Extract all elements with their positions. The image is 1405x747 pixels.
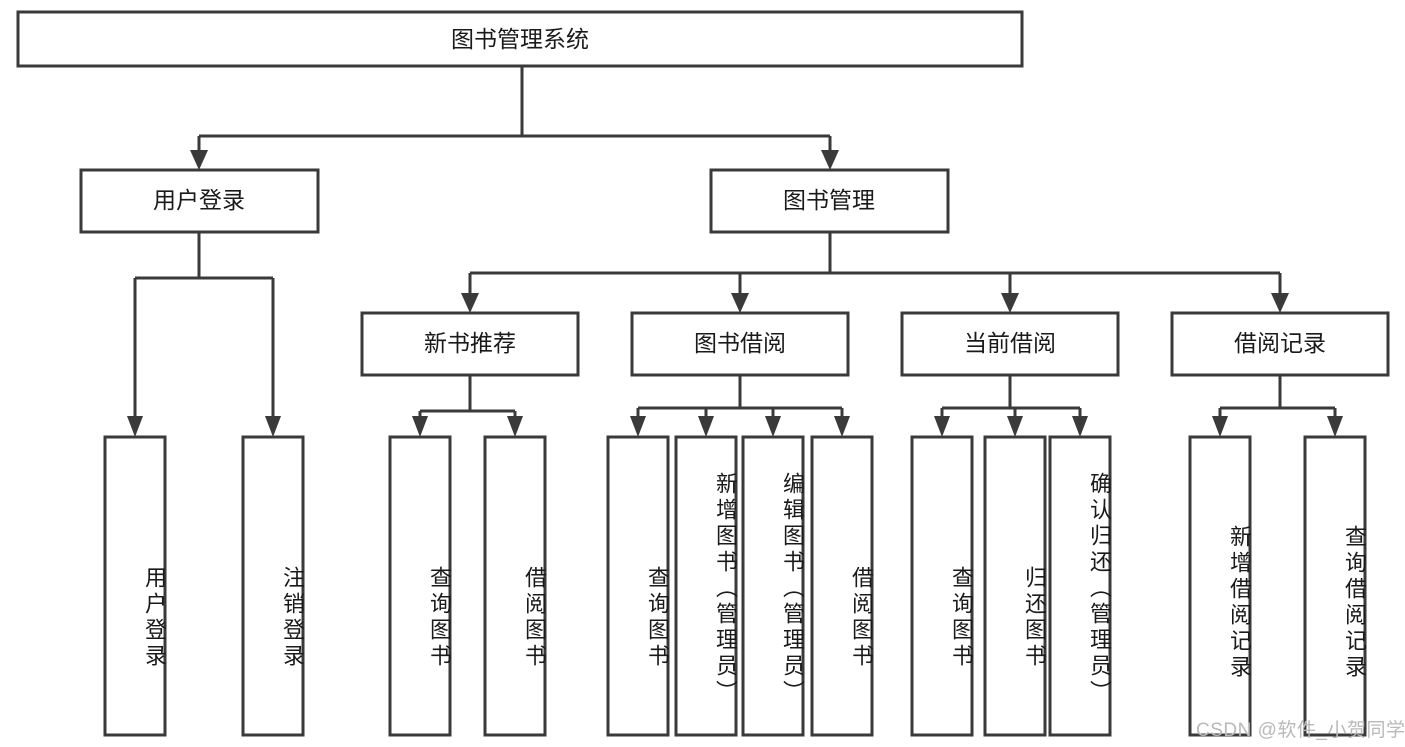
node-book-borrow-box[interactable] (630, 311, 850, 377)
node-user-login[interactable]: 用户登录 (79, 168, 320, 234)
node-root-label: 图书管理系统 (451, 26, 589, 52)
arrow-head-leaf-query-book-1 (412, 416, 428, 437)
node-current-borrow-label: 当前借阅 (964, 330, 1056, 356)
leaf-box-borrow-book-1[interactable] (483, 435, 547, 737)
arrow-head-leaf-query-book-2 (630, 416, 646, 437)
arrow-head-leaf-query-book-3 (934, 416, 950, 437)
node-root-box[interactable] (16, 10, 1024, 68)
leaf-box-confirm-return[interactable] (1048, 435, 1112, 737)
arrow-head-leaf-borrow-book-2 (834, 416, 850, 437)
node-root[interactable]: 图书管理系统 (16, 10, 1024, 68)
node-user-login-box[interactable] (79, 168, 320, 234)
leaf-box-query-book-3[interactable] (910, 435, 974, 737)
arrow-head-leaf-user-login (127, 416, 143, 437)
leaf-box-add-book[interactable] (674, 435, 738, 737)
arrow-head-current-borrow (1001, 293, 1019, 313)
arrow-head-user-login (190, 150, 208, 170)
arrow-head-borrow-record (1271, 293, 1289, 313)
leaf-box-logout[interactable] (241, 435, 305, 737)
watermark-text: CSDN @软件_小贺同学 (1196, 720, 1405, 741)
leaf-box-return-book[interactable] (983, 435, 1047, 737)
connector-group-root (190, 66, 839, 170)
connector-group-current-borrow (934, 375, 1088, 437)
arrow-head-leaf-add-record (1212, 416, 1228, 437)
node-book-borrow[interactable]: 图书借阅 (630, 311, 850, 377)
connector-group-borrow-record (1212, 375, 1343, 437)
connector-group-new-book (412, 375, 523, 437)
arrow-head-leaf-logout (265, 416, 281, 437)
node-user-login-label: 用户登录 (153, 187, 245, 213)
arrow-head-leaf-borrow-book-1 (507, 416, 523, 437)
arrow-head-new-book (461, 293, 479, 313)
leaf-box-add-record[interactable] (1188, 435, 1252, 737)
node-current-borrow-box[interactable] (900, 311, 1120, 377)
leaf-box-query-book-2[interactable] (606, 435, 670, 737)
node-new-book-recommend[interactable]: 新书推荐 (360, 311, 580, 377)
node-book-manage[interactable]: 图书管理 (709, 168, 950, 234)
node-new-book-recommend-label: 新书推荐 (424, 330, 516, 356)
leaf-box-user-login[interactable] (103, 435, 167, 737)
arrow-head-leaf-return-book (1007, 416, 1023, 437)
leaf-box-edit-book[interactable] (741, 435, 805, 737)
node-borrow-record-label: 借阅记录 (1234, 330, 1326, 356)
arrow-head-leaf-query-record (1327, 416, 1343, 437)
arrow-head-leaf-edit-book (765, 416, 781, 437)
node-book-manage-box[interactable] (709, 168, 950, 234)
arrow-head-book-borrow (731, 293, 749, 313)
arrow-head-leaf-add-book (698, 416, 714, 437)
node-book-manage-label: 图书管理 (783, 187, 875, 213)
arrow-head-leaf-confirm-return (1072, 416, 1088, 437)
arrow-head-book-manage (821, 150, 839, 170)
node-borrow-record[interactable]: 借阅记录 (1170, 311, 1390, 377)
node-new-book-recommend-box[interactable] (360, 311, 580, 377)
node-book-borrow-label: 图书借阅 (694, 330, 786, 356)
connector-group-user-login (127, 232, 281, 437)
leaf-box-query-record[interactable] (1303, 435, 1367, 737)
connector-group-book-borrow (630, 375, 850, 437)
node-borrow-record-box[interactable] (1170, 311, 1390, 377)
leaf-box-query-book-1[interactable] (388, 435, 452, 737)
connector-group-book-manage (461, 232, 1289, 313)
node-current-borrow[interactable]: 当前借阅 (900, 311, 1120, 377)
leaf-box-borrow-book-2[interactable] (810, 435, 874, 737)
